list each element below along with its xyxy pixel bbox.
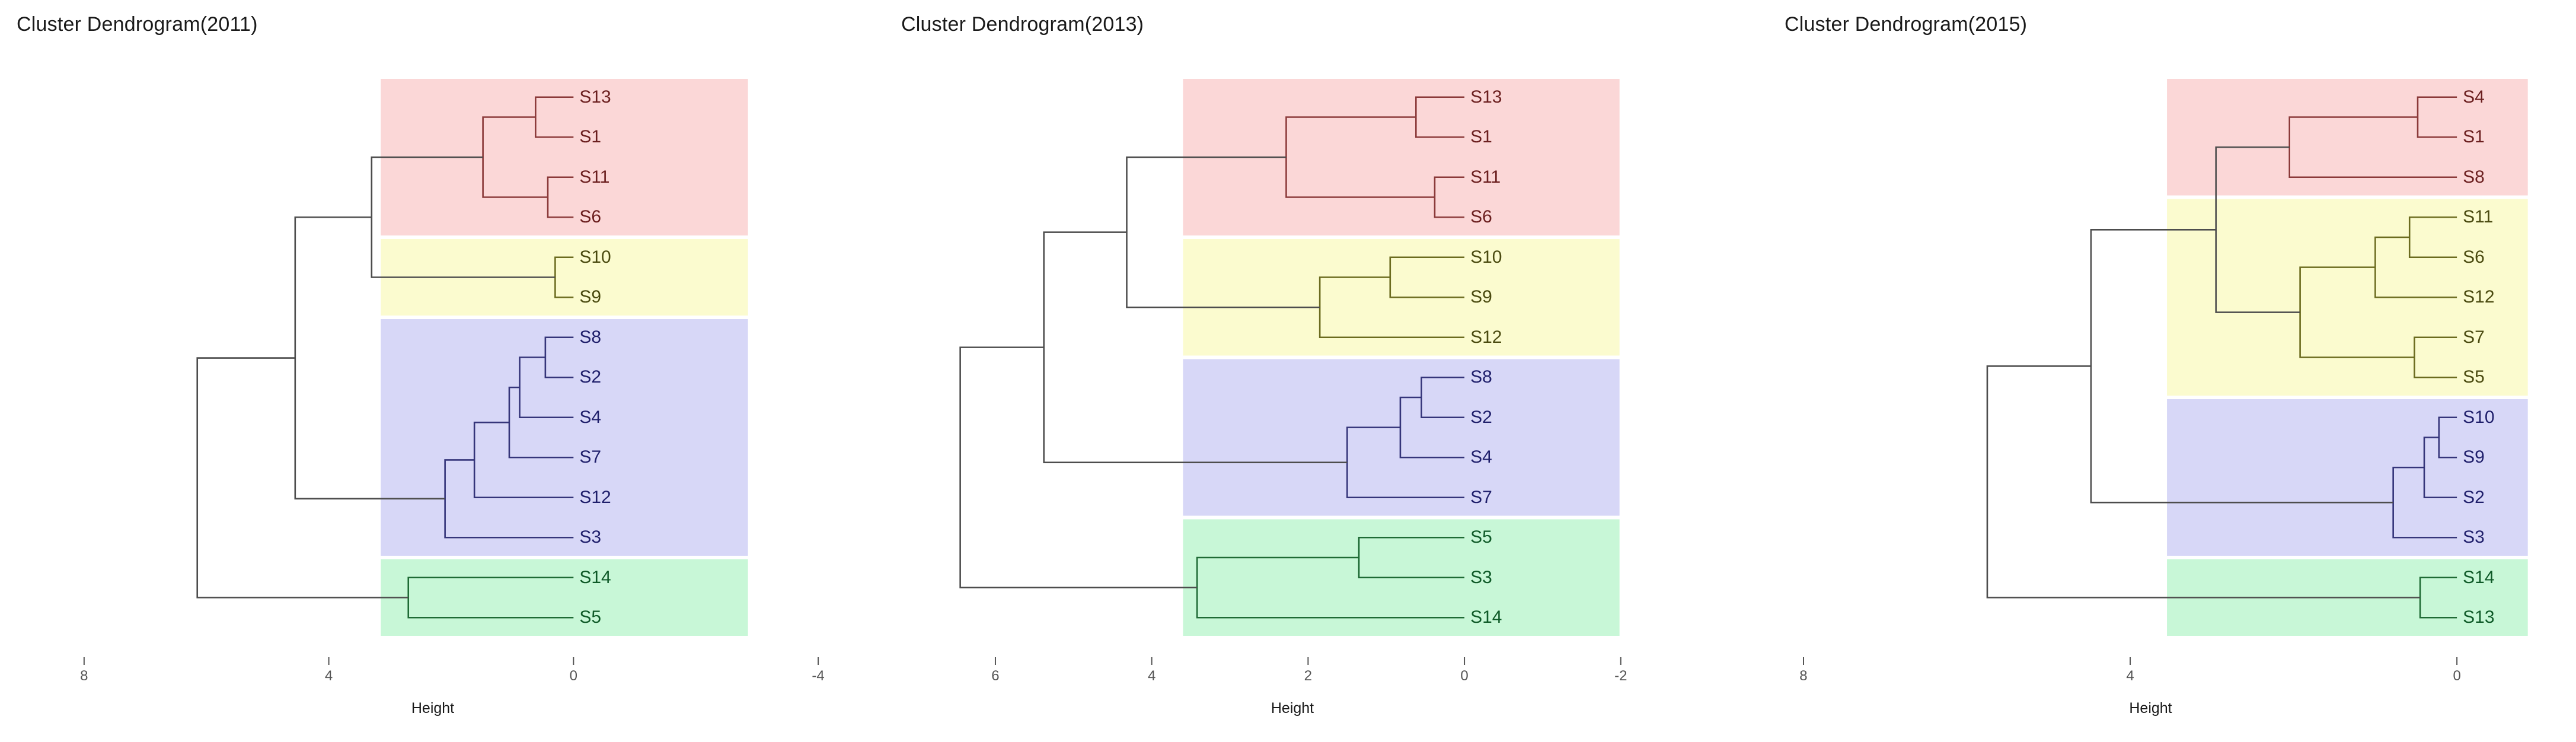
dendrogram-branch [1415, 96, 1465, 138]
dendrogram-branch [2374, 236, 2457, 298]
axis-tick-label: 6 [991, 668, 1000, 684]
axis-tick-label: 8 [80, 668, 88, 684]
leaf-label: S12 [2463, 287, 2495, 307]
dendrogram-branch [196, 357, 408, 598]
axis-title: Height [1271, 700, 1314, 716]
leaf-label: S10 [2463, 407, 2495, 427]
dendrogram-branch [2414, 336, 2457, 378]
leaf-label: S9 [1470, 287, 1492, 307]
dendrogram-branch [1399, 396, 1465, 458]
dendrogram-branch [2417, 96, 2457, 138]
dendrogram-plot [1802, 79, 2528, 665]
dendrogram-branch [544, 336, 574, 378]
leaf-label: S2 [579, 367, 602, 387]
cluster-band [1183, 359, 1620, 516]
axis-tick-label: 0 [2453, 668, 2461, 684]
leaf-label: S4 [579, 407, 602, 427]
leaf-label: S3 [2463, 527, 2485, 547]
dendrogram-branch [1986, 365, 2421, 598]
leaf-label: S7 [2463, 327, 2485, 347]
leaf-label: S10 [579, 247, 611, 267]
dendrogram-branch [554, 256, 574, 298]
axis-tick-label: 2 [1304, 668, 1313, 684]
leaf-label: S4 [2463, 87, 2485, 107]
dendrogram-plot [83, 79, 819, 665]
leaf-label: S13 [1470, 87, 1502, 107]
leaf-label: S3 [1470, 567, 1492, 587]
dendrogram-branch [2299, 266, 2415, 358]
dendrogram-branch [2215, 146, 2300, 313]
leaf-label: S6 [579, 207, 602, 227]
leaf-label: S13 [2463, 607, 2495, 628]
leaf-label: S9 [579, 287, 602, 307]
dendrogram-branch [407, 577, 574, 619]
leaf-label: S11 [2463, 207, 2494, 227]
leaf-label: S14 [1470, 607, 1502, 628]
dendrogram-branch [2423, 437, 2457, 499]
panel-title: Cluster Dendrogram(2011) [17, 13, 258, 36]
cluster-band [2167, 199, 2528, 396]
cluster-band [2167, 399, 2528, 556]
axis-title: Height [2129, 700, 2172, 716]
cluster-band [381, 319, 748, 556]
leaf-label: S14 [2463, 567, 2495, 587]
leaf-label: S10 [1470, 247, 1502, 267]
dendrogram-branch [508, 386, 574, 458]
dendrogram-branch [535, 96, 574, 138]
axis-tick-label: 4 [1147, 668, 1156, 684]
cluster-band [381, 559, 748, 636]
cluster-band [2167, 79, 2528, 196]
axis-tick-label: 4 [324, 668, 333, 684]
axis-tick-label: 0 [1460, 668, 1469, 684]
leaf-label: S2 [1470, 407, 1492, 427]
panel-title: Cluster Dendrogram(2013) [901, 13, 1144, 36]
leaf-label: S12 [579, 487, 611, 507]
leaf-label: S12 [1470, 327, 1502, 347]
axis-title: Height [411, 700, 455, 716]
leaf-label: S3 [579, 527, 602, 547]
leaf-label: S6 [1470, 207, 1492, 227]
leaf-label: S7 [579, 447, 602, 467]
dendrogram-branch [1421, 376, 1465, 419]
leaf-label: S2 [2463, 487, 2485, 507]
leaf-label: S1 [579, 127, 602, 147]
leaf-label: S7 [1470, 487, 1492, 507]
dendrogram-branch [2438, 416, 2457, 458]
dendrogram-branch [1389, 256, 1465, 298]
leaf-label: S5 [579, 607, 602, 628]
leaf-label: S14 [579, 567, 611, 587]
leaf-label: S11 [579, 167, 610, 187]
dendrogram-branch [482, 116, 548, 198]
leaf-label: S5 [1470, 527, 1492, 547]
leaf-label: S9 [2463, 447, 2485, 467]
axis-tick-label: 4 [2126, 668, 2134, 684]
dendrogram-plot [959, 79, 1621, 665]
leaf-label: S8 [1470, 367, 1492, 387]
leaf-label: S4 [1470, 447, 1492, 467]
dendrogram-branch [1196, 556, 1465, 619]
leaf-label: S8 [2463, 167, 2485, 187]
axis-tick-label: 0 [569, 668, 578, 684]
dendrogram-branch [444, 459, 574, 539]
leaf-label: S5 [2463, 367, 2485, 387]
dendrogram-branch [519, 356, 574, 419]
panel-title: Cluster Dendrogram(2015) [1785, 13, 2028, 36]
dendrogram-branch [2288, 116, 2457, 179]
axis-tick-label: 8 [1799, 668, 1808, 684]
leaf-label: S13 [579, 87, 611, 107]
leaf-label: S8 [579, 327, 602, 347]
dendrogram-branch [371, 156, 556, 278]
leaf-label: S1 [1470, 127, 1492, 147]
leaf-label: S1 [2463, 127, 2485, 147]
leaf-label: S6 [2463, 247, 2485, 267]
dendrogram-branch [1285, 116, 1435, 198]
axis-tick-label: -4 [812, 668, 825, 684]
dendrogram-branch [2392, 466, 2457, 539]
axis-tick-label: -2 [1614, 668, 1627, 684]
leaf-label: S11 [1470, 167, 1501, 187]
dendrogram-branch [959, 346, 1198, 588]
